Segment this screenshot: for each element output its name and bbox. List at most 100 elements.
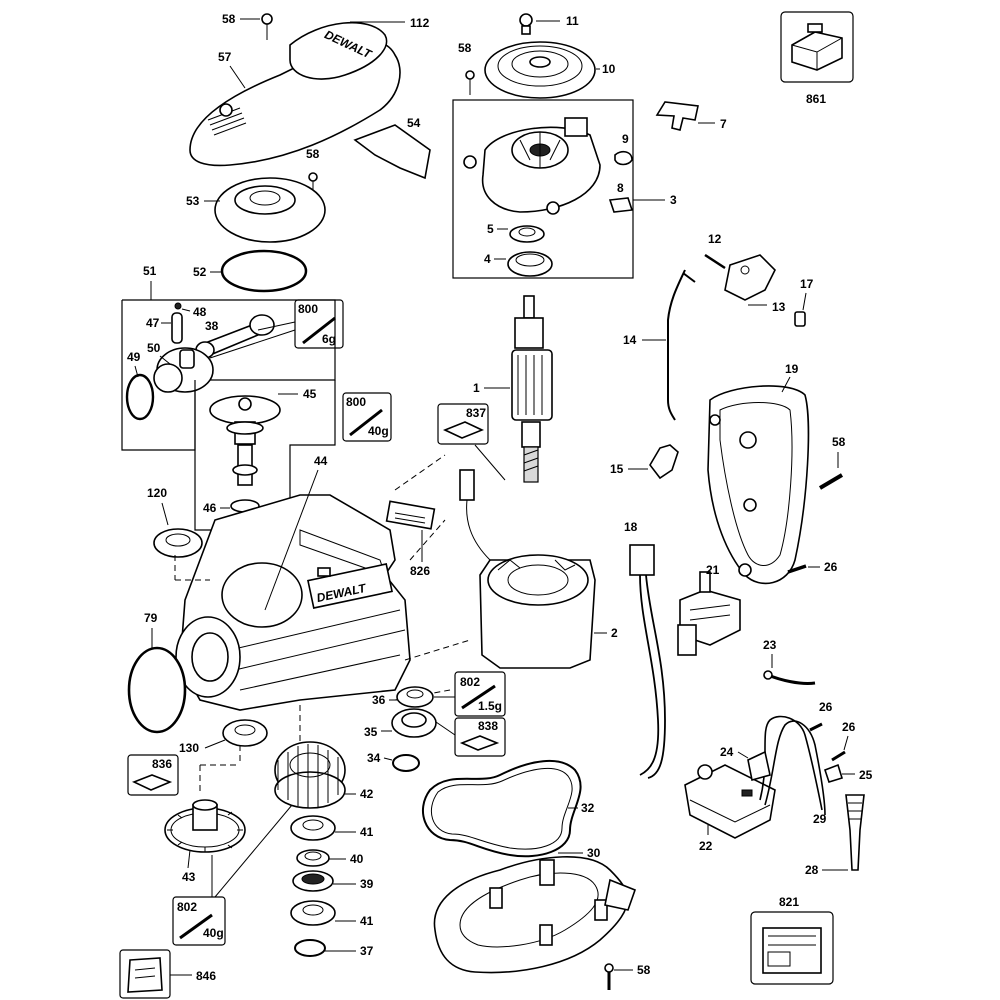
- grease-label-802: 802: [460, 675, 480, 689]
- bottom-cover-30: [433, 856, 637, 974]
- ring-40: [296, 849, 330, 867]
- callout-58c: 58: [458, 41, 472, 55]
- callout-112: 112: [410, 16, 430, 30]
- switch-connector-18: [629, 544, 666, 779]
- case-box-861: [780, 11, 854, 83]
- bearing-41a: [290, 815, 336, 841]
- bearing-35: [391, 708, 437, 738]
- callout-861: 861: [806, 92, 826, 106]
- clip-7: [655, 101, 699, 131]
- callout-48: 48: [193, 305, 207, 319]
- clip-54: [353, 124, 431, 180]
- tool-case-861: [791, 23, 843, 71]
- grease-label-802b: 802: [177, 900, 197, 914]
- grease-qty-6g: 6g: [322, 332, 336, 346]
- callout-37: 37: [360, 944, 374, 958]
- callout-18: 18: [624, 520, 638, 534]
- seal-120: [153, 528, 203, 558]
- grease-qty-1.5g: 1.5g: [478, 699, 502, 713]
- callout-49: 49: [127, 350, 141, 364]
- callout-8: 8: [617, 181, 624, 195]
- grease-box-837: 837: [437, 403, 489, 445]
- alignment-dashes: [174, 454, 471, 795]
- callout-15: 15: [610, 462, 624, 476]
- callout-1: 1: [473, 381, 480, 395]
- callout-57: 57: [218, 50, 232, 64]
- callout-5: 5: [487, 222, 494, 236]
- grease-qty-40g-b: 40g: [203, 926, 224, 940]
- callout-58d: 58: [832, 435, 846, 449]
- circlip-34: [392, 754, 420, 772]
- armature-1: [511, 295, 553, 483]
- callout-13: 13: [772, 300, 786, 314]
- pin-48: [174, 302, 182, 310]
- rod-14: [667, 269, 696, 421]
- housing-cap-53: [214, 177, 326, 243]
- callout-34: 34: [367, 751, 381, 765]
- circlip-37: [294, 939, 326, 957]
- callout-23: 23: [763, 638, 777, 652]
- screw-58-mid: [308, 172, 318, 190]
- bearing-36: [396, 686, 434, 708]
- screw-58-b: [465, 70, 475, 95]
- label-plate-821: [750, 911, 834, 985]
- grease-box-802-40g: 802 40g: [172, 896, 226, 946]
- grease-label-836: 836: [152, 757, 172, 771]
- callout-19: 19: [785, 362, 799, 376]
- callout-2: 2: [611, 626, 618, 640]
- grease-box-800-6g: 800 6g: [294, 299, 344, 349]
- callout-26: 26: [824, 560, 838, 574]
- grease-box-800-40g: 800 40g: [342, 392, 392, 442]
- crank-45: [209, 395, 281, 486]
- callout-41a: 41: [360, 825, 374, 839]
- callout-46: 46: [203, 501, 217, 515]
- bracket-24: [747, 750, 771, 782]
- lever-13: [724, 254, 776, 301]
- gear-housing-44: DEWALT: [175, 494, 411, 711]
- callout-50: 50: [147, 341, 161, 355]
- piston-50: [153, 347, 214, 393]
- module-22: [684, 764, 776, 839]
- gasket-32: [421, 759, 582, 858]
- gear-43: [164, 799, 246, 853]
- callout-29: 29: [813, 812, 827, 826]
- screw-26-right: [787, 564, 807, 574]
- assembly-box-45: [194, 380, 336, 531]
- callout-11: 11: [566, 14, 579, 28]
- o-ring-52: [220, 249, 308, 293]
- grease-box-802-1.5g: 802 1.5g: [454, 671, 506, 717]
- callout-846: 846: [196, 969, 216, 983]
- callout-826: 826: [410, 564, 430, 578]
- field-stator-2: [459, 469, 596, 669]
- gear-42: [274, 741, 346, 809]
- screw-58-right: [818, 473, 844, 490]
- screw-26b: [831, 750, 846, 762]
- callout-39: 39: [360, 877, 374, 891]
- cable-23: [763, 670, 816, 685]
- screw-58-bottom: [604, 963, 614, 990]
- o-ring-49: [125, 373, 155, 421]
- callout-21: 21: [706, 563, 720, 577]
- switch-21: [677, 571, 741, 656]
- callout-4: 4: [484, 252, 491, 266]
- bearing-41b: [290, 900, 336, 926]
- bearing-4: [507, 251, 553, 277]
- callout-52: 52: [193, 265, 207, 279]
- callout-53: 53: [186, 194, 200, 208]
- callout-43: 43: [182, 870, 196, 884]
- callout-10: 10: [602, 62, 616, 76]
- callout-38: 38: [205, 319, 219, 333]
- disc-10: [484, 41, 596, 99]
- callout-47: 47: [146, 316, 160, 330]
- screw-11: [519, 13, 533, 35]
- callout-58e: 58: [637, 963, 651, 977]
- callout-42: 42: [360, 787, 374, 801]
- callout-30: 30: [587, 846, 601, 860]
- handle-housing-19: [707, 385, 810, 585]
- top-cover-57: DEWALT: [189, 21, 401, 167]
- callout-12: 12: [708, 232, 722, 246]
- callout-41b: 41: [360, 914, 374, 928]
- callout-58b: 58: [306, 147, 320, 161]
- callout-35: 35: [364, 725, 378, 739]
- motor-end-bracket-3: [463, 117, 601, 215]
